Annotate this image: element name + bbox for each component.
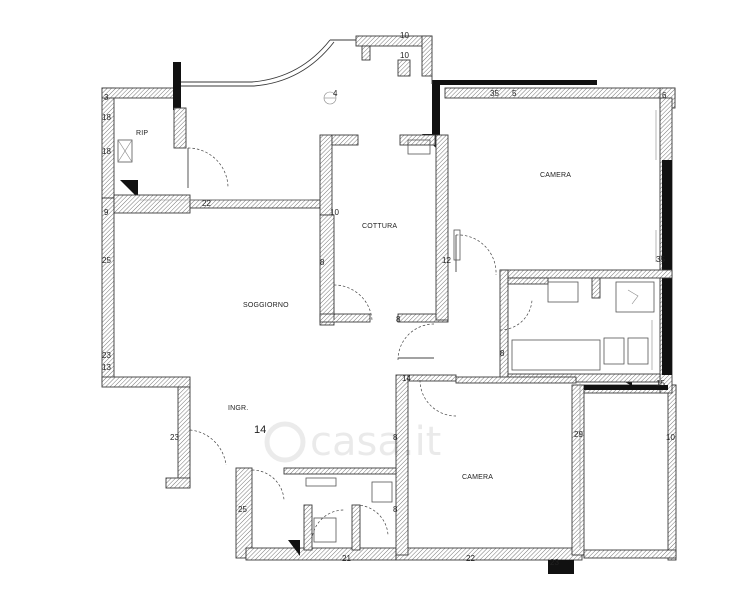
dim-label: 10	[400, 51, 409, 60]
dim-label: 9	[104, 208, 109, 217]
room-number: 14	[254, 424, 266, 436]
room-labels: RIP COTTURA CAMERA SOGGIORNO INGR. CAMER…	[136, 89, 571, 481]
balcony-number: 4	[333, 89, 338, 98]
dim-label: 12	[442, 256, 451, 265]
watermark-logo-icon	[264, 421, 306, 463]
dim-label: 10	[666, 433, 675, 442]
balcony	[181, 39, 433, 105]
dim-label: 23	[170, 433, 179, 442]
room-label-camera-top: CAMERA	[540, 172, 571, 179]
dim-label: 15	[656, 379, 665, 388]
dimension-labels: 3 18 18 9 25 23 13 23 25 10 8 8 12 14 8 …	[102, 31, 675, 567]
dim-label: 8	[393, 433, 398, 442]
room-label-cottura: COTTURA	[362, 223, 397, 230]
dim-label: 10	[330, 208, 339, 217]
dim-label: 10	[400, 31, 409, 40]
dim-label: 23	[102, 351, 111, 360]
dim-label: 6	[662, 91, 667, 100]
dim-label: 35	[490, 89, 499, 98]
dim-label: 5	[512, 89, 517, 98]
door-swings	[187, 147, 533, 541]
room-label-ingr: INGR.	[228, 405, 248, 412]
dim-label: 29	[574, 430, 583, 439]
dim-label: 14	[402, 374, 411, 383]
dim-label: 18	[102, 113, 111, 122]
interior-walls	[113, 107, 673, 556]
room-label-camera-bottom: CAMERA	[462, 474, 493, 481]
dim-label: 21	[342, 554, 351, 563]
room-label-soggiorno: SOGGIORNO	[243, 302, 289, 309]
room-label-rip: RIP	[136, 130, 148, 137]
dim-label: 25	[102, 256, 111, 265]
dim-label: 8	[320, 258, 325, 267]
outer-walls	[101, 35, 677, 561]
dim-label: 35	[656, 255, 665, 264]
dim-label: 22	[202, 199, 211, 208]
dim-label: 8	[396, 315, 401, 324]
fixtures	[117, 110, 657, 548]
dim-label: 25	[238, 505, 247, 514]
dim-label: 3	[104, 93, 109, 102]
dim-label: 8	[393, 505, 398, 514]
dim-label: 23	[550, 558, 559, 567]
dim-label: 18	[102, 147, 111, 156]
dim-label: 22	[466, 554, 475, 563]
watermark: casa.it	[310, 419, 441, 465]
dim-label: 13	[102, 363, 111, 372]
dim-label: 8	[500, 349, 505, 358]
